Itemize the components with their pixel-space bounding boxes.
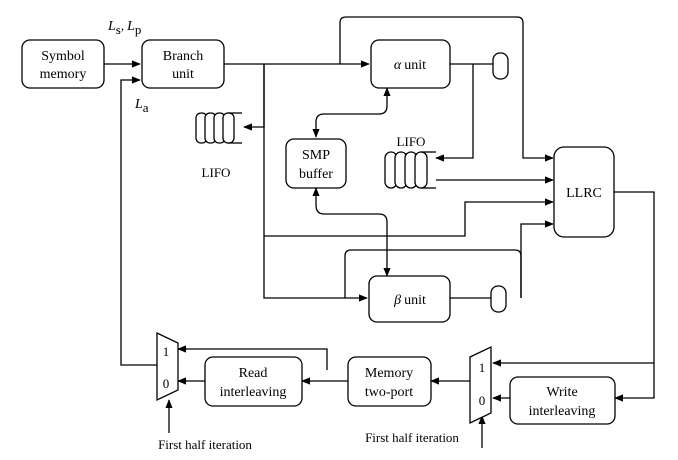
memory-line1: Memory — [365, 366, 413, 381]
symbol-memory-line2: memory — [40, 67, 87, 82]
wire-alpha-smp — [312, 87, 391, 138]
smp-buffer-line1: SMP — [302, 148, 330, 163]
ls-symbol: L — [107, 19, 116, 34]
alpha-register — [492, 52, 509, 80]
mux-right: 1 0 — [469, 345, 492, 425]
lifo-right-label: LIFO — [397, 134, 426, 149]
mux-right-input-1: 1 — [479, 360, 486, 375]
mux-left-input-0: 0 — [163, 376, 170, 391]
beta-unit-text: unit — [404, 293, 426, 308]
alpha-symbol: α — [394, 58, 402, 73]
symbol-memory-block: Symbol memory — [21, 39, 105, 89]
branch-unit-block: Branch unit — [141, 39, 225, 89]
write-line2: interleaving — [529, 404, 596, 419]
lifo-left-label: LIFO — [202, 165, 231, 180]
mux-left: 1 0 — [156, 331, 179, 402]
beta-register — [490, 285, 507, 313]
lifo-right-icon — [384, 151, 436, 189]
read-line1: Read — [239, 366, 268, 381]
wire-llrc-to-write — [614, 191, 655, 402]
first-half-iteration-left: First half iteration — [158, 437, 252, 452]
lifo-left-icon — [195, 112, 242, 144]
wire-smp-beta — [312, 187, 391, 277]
wire-branch-to-llrc — [264, 198, 554, 237]
read-interleaving-block: Read interleaving — [204, 356, 303, 407]
la-symbol: L — [134, 97, 143, 112]
ls-lp-comma: , — [121, 18, 124, 33]
read-line2: interleaving — [220, 385, 287, 400]
write-line1: Write — [546, 385, 577, 400]
wire-branch-to-lifo-left — [243, 64, 265, 131]
ls-subscript: s — [116, 22, 121, 37]
write-interleaving-block: Write interleaving — [509, 376, 616, 425]
lp-subscript: p — [135, 22, 142, 37]
wire-alpha-to-llrc — [522, 54, 554, 162]
lp-symbol: L — [126, 19, 135, 34]
wire-beta-to-llrc — [520, 220, 554, 298]
wire-mux-to-branch — [120, 76, 157, 366]
memory-line2: two-port — [365, 385, 413, 400]
memory-two-port-block: Memory two-port — [347, 356, 432, 407]
smp-buffer-line2: buffer — [299, 167, 333, 182]
signal-la-label: La — [134, 97, 149, 115]
smp-buffer-block: SMP buffer — [285, 138, 347, 189]
connections — [104, 16, 655, 448]
wire-alpha-loop — [339, 16, 524, 64]
la-subscript: a — [143, 100, 149, 115]
first-half-iteration-right: First half iteration — [365, 430, 459, 445]
wire-alpha-to-lifo-right — [435, 64, 474, 162]
mux-left-input-1: 1 — [163, 344, 170, 359]
llrc-block: LLRC — [553, 146, 615, 238]
wire-memory-to-mux-left — [177, 345, 328, 370]
wire-branch-to-beta — [263, 64, 368, 302]
mux-right-input-0: 0 — [479, 393, 486, 408]
alpha-unit-text: unit — [404, 58, 426, 73]
llrc-label: LLRC — [566, 186, 602, 201]
branch-unit-line2: unit — [172, 67, 194, 82]
branch-unit-line1: Branch — [163, 49, 203, 64]
beta-symbol: β — [393, 293, 401, 308]
symbol-memory-line1: Symbol — [41, 49, 85, 64]
signal-ls-lp-label: Ls,Lp — [107, 18, 141, 37]
